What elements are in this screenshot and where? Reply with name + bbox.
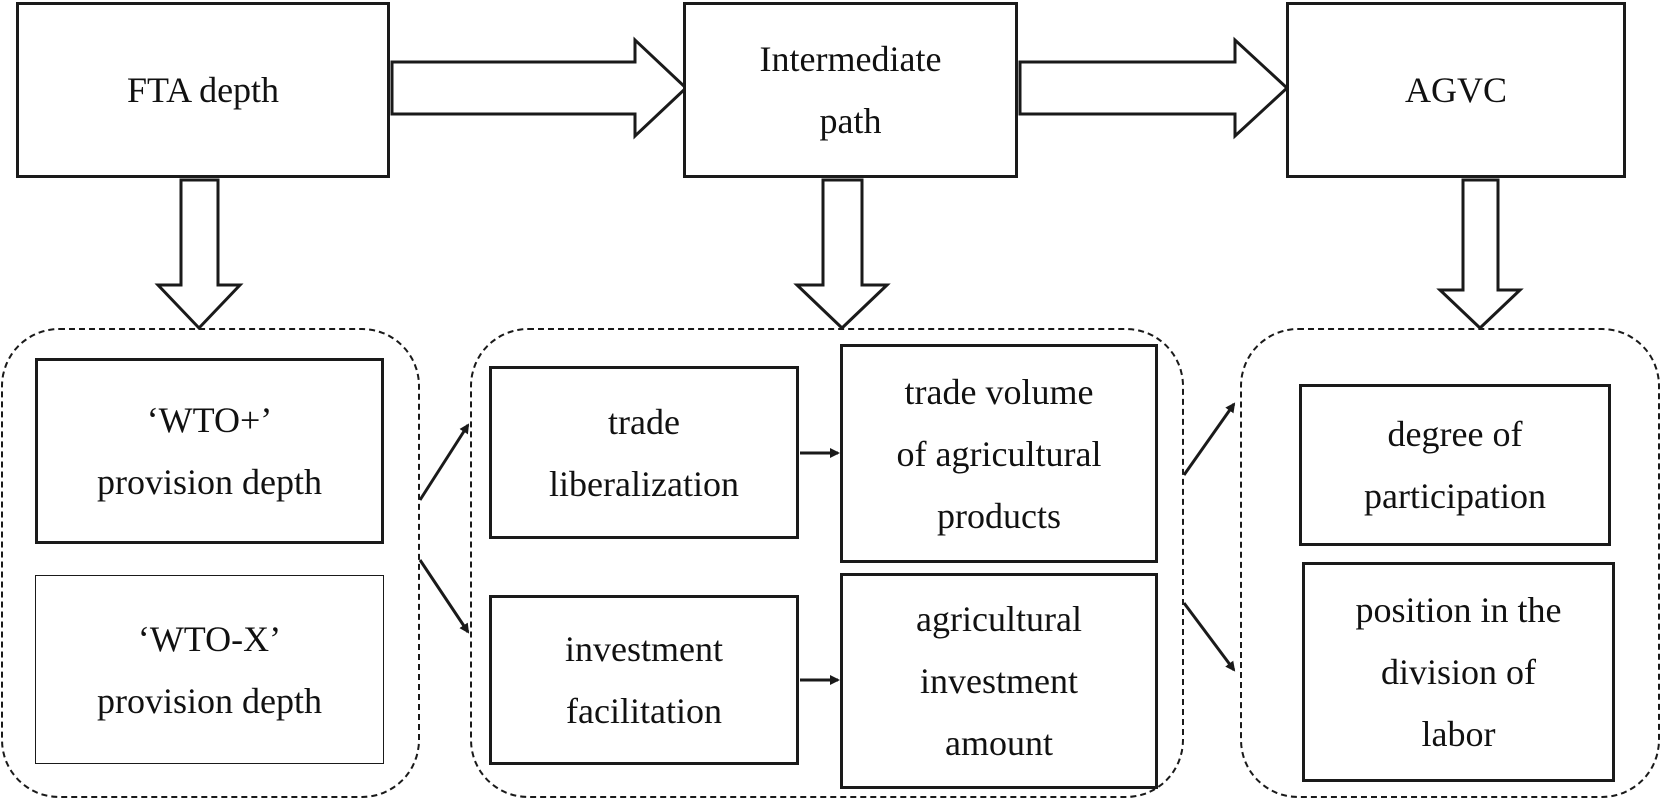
wto-plus-box: ‘WTO+’ provision depth xyxy=(35,358,384,544)
investment-facilitation-label: investment facilitation xyxy=(565,629,723,731)
arrow-path-to-participation xyxy=(1182,402,1236,476)
agvc-dimensions-group xyxy=(1240,328,1660,798)
investment-amount-box: agricultural investment amount xyxy=(840,573,1158,789)
hollow-arrow-fta-to-path xyxy=(390,36,689,140)
intermediate-path-group xyxy=(470,328,1184,798)
trade-volume-label: trade volume of agricultural products xyxy=(896,371,1102,536)
trade-volume-box: trade volume of agricultural products xyxy=(840,344,1158,563)
agvc-label: AGVC xyxy=(1404,70,1507,110)
wto-x-box: ‘WTO-X’ provision depth xyxy=(35,575,384,764)
arrow-path-to-division xyxy=(1182,602,1236,672)
hollow-arrow-down-agvc xyxy=(1436,178,1524,331)
hollow-arrow-down-fta xyxy=(154,178,244,331)
arrow-fta-to-trade xyxy=(418,423,470,501)
fta-depth-label: FTA depth xyxy=(126,70,280,110)
intermediate-path-label: Intermediate path xyxy=(759,39,942,141)
intermediate-path-box: Intermediate path xyxy=(683,2,1018,178)
arrow-fta-to-investment xyxy=(418,559,470,634)
wto-plus-label: ‘WTO+’ provision depth xyxy=(97,400,322,502)
fta-provisions-group xyxy=(1,328,420,798)
agvc-box: AGVC xyxy=(1286,2,1626,178)
hollow-arrow-path-to-agvc xyxy=(1018,36,1290,140)
division-position-label: position in the division of labor xyxy=(1355,590,1562,754)
fta-depth-box: FTA depth xyxy=(16,2,390,178)
trade-liberalization-label: trade liberalization xyxy=(549,401,739,504)
trade-liberalization-box: trade liberalization xyxy=(489,366,799,539)
participation-box: degree of participation xyxy=(1299,384,1611,546)
investment-facilitation-box: investment facilitation xyxy=(489,595,799,765)
hollow-arrow-down-path xyxy=(793,178,891,331)
wto-x-label: ‘WTO-X’ provision depth xyxy=(97,618,322,721)
participation-label: degree of participation xyxy=(1364,414,1546,516)
investment-amount-label: agricultural investment amount xyxy=(916,599,1082,763)
division-position-box: position in the division of labor xyxy=(1302,562,1615,782)
